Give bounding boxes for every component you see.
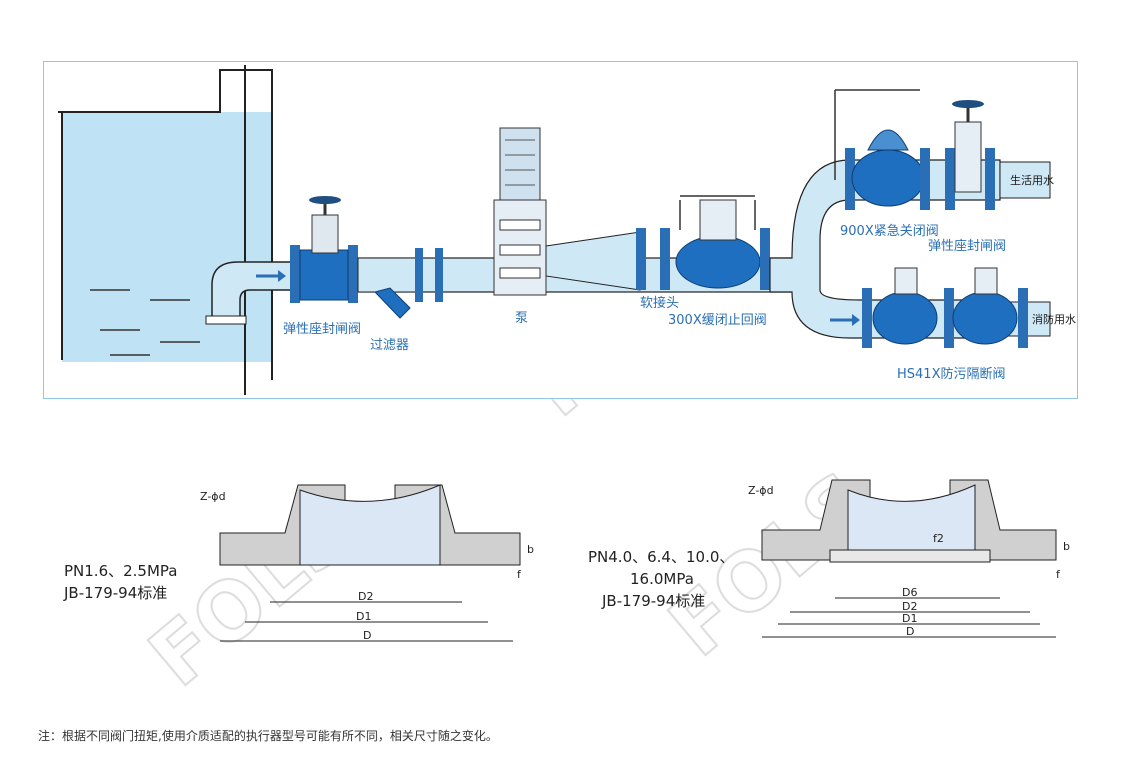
dim-right-f2: f2 xyxy=(933,532,944,545)
dim-right-d: D xyxy=(906,625,914,638)
specs-right-standard: JB-179-94标准 xyxy=(602,592,706,610)
label-backflow-valve: HS41X防污隔断阀 xyxy=(897,366,1005,382)
specs-right-pressure: PN4.0、6.4、10.0、 xyxy=(588,548,735,566)
label-pump: 泵 xyxy=(515,311,528,326)
label-emergency-valve: 900X紧急关闭阀 xyxy=(840,224,939,239)
label-soft-joint: 软接头 xyxy=(640,295,679,311)
footnote: 注：根据不同阀门扭矩,使用介质适配的执行器型号可能有所不同，相关尺寸随之变化。 xyxy=(38,729,498,743)
label-fire-water: 消防用水 xyxy=(1032,312,1076,326)
dim-right-zd: Z-ϕd xyxy=(748,484,774,497)
specs-left-standard: JB-179-94标准 xyxy=(64,584,168,602)
dim-right-f: f xyxy=(1056,568,1061,581)
label-check-valve: 300X缓闭止回阀 xyxy=(668,313,767,328)
suction-elbow xyxy=(205,261,293,325)
dim-left-b: b xyxy=(527,543,534,556)
flange-left: Z-ϕd D2 D1 D b f xyxy=(200,484,534,642)
y-filter xyxy=(357,248,443,319)
specs-right: PN4.0、6.4、10.0、 16.0MPa JB-179-94标准 xyxy=(588,546,734,612)
specs-right-pressure-cont: 16.0MPa xyxy=(630,570,694,588)
dim-right-b: b xyxy=(1063,540,1070,553)
dim-left-d2: D2 xyxy=(358,590,373,603)
gate-valve-left xyxy=(290,196,358,303)
backflow-valves xyxy=(862,267,1028,348)
dim-right-d1: D1 xyxy=(902,612,917,625)
gate-valve-right xyxy=(945,100,995,210)
specs-left: PN1.6、2.5MPa JB-179-94标准 xyxy=(64,560,177,604)
dim-right-d6: D6 xyxy=(902,586,917,599)
check-valve xyxy=(636,195,770,290)
emergency-valve xyxy=(834,89,930,210)
specs-left-pressure: PN1.6、2.5MPa xyxy=(64,562,178,580)
dim-left-d1: D1 xyxy=(356,610,371,623)
dim-left-f: f xyxy=(517,568,522,581)
dim-right-d2: D2 xyxy=(902,600,917,613)
dim-left-d: D xyxy=(363,629,371,642)
label-gate-valve-right: 弹性座封闸阀 xyxy=(928,239,1006,254)
label-domestic-water: 生活用水 xyxy=(1010,173,1054,187)
flange-right: Z-ϕd D6 D2 D1 D b f f2 xyxy=(748,479,1070,638)
label-filter: 过滤器 xyxy=(370,338,409,353)
pump xyxy=(493,127,641,296)
dim-left-zd: Z-ϕd xyxy=(200,490,226,503)
label-gate-valve-left: 弹性座封闸阀 xyxy=(283,322,361,337)
